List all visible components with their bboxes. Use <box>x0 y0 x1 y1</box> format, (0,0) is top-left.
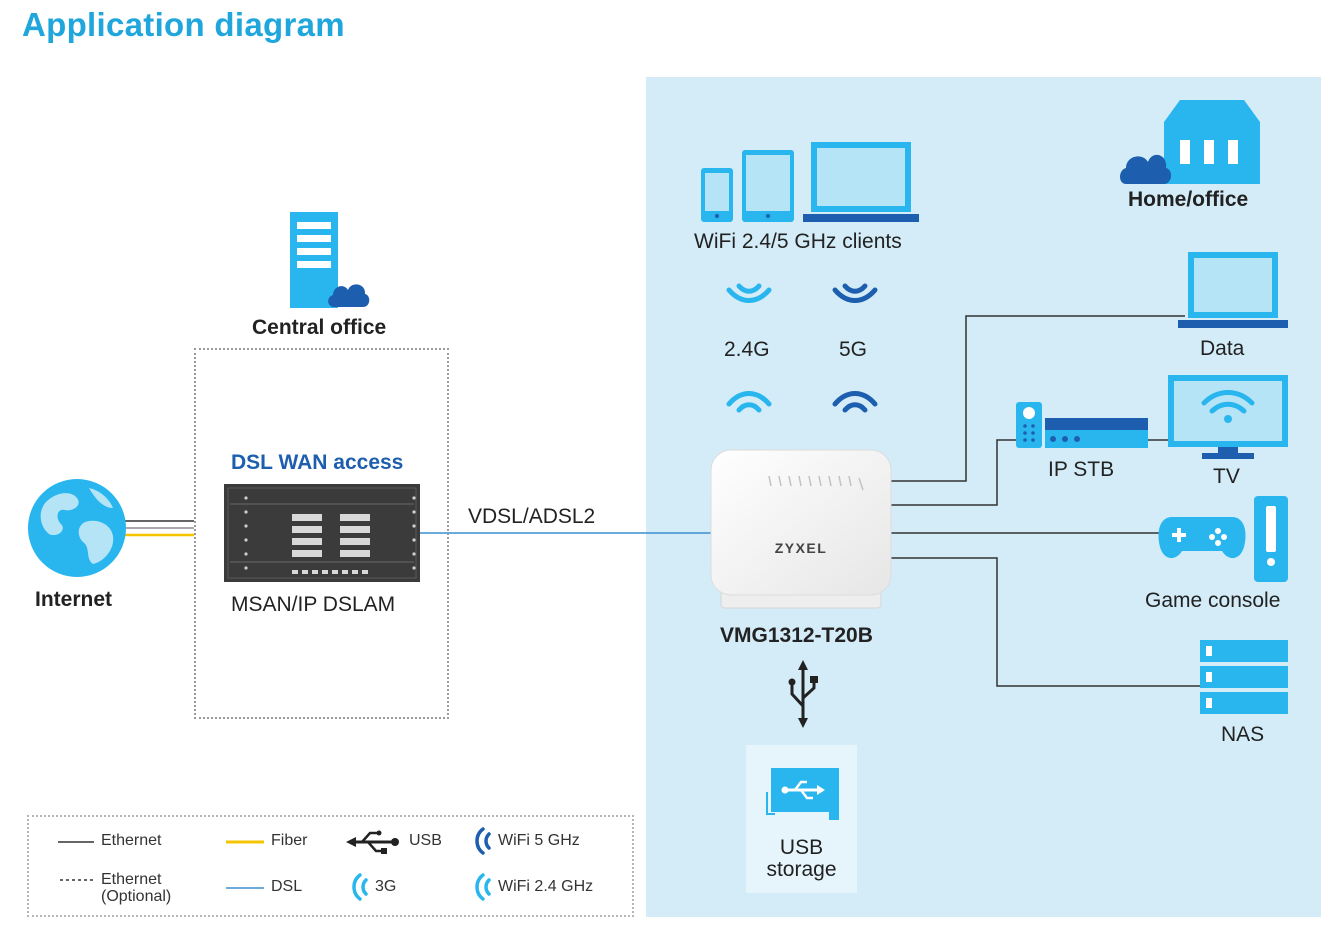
console-icon <box>1254 496 1288 582</box>
legend-ethernet-swatch <box>58 841 94 843</box>
wifi-icon <box>352 873 368 901</box>
legend-ethernet-optional-label: Ethernet (Optional) <box>101 871 171 905</box>
page-title: Application diagram <box>22 6 345 43</box>
vdsl-adsl2-label: VDSL/ADSL2 <box>468 505 596 528</box>
globe-icon <box>28 479 126 577</box>
usb-icon <box>346 830 399 854</box>
legend-dsl-label: DSL <box>271 878 303 895</box>
router-model-label: VMG1312-T20B <box>720 624 873 647</box>
legend-wifi5-label: WiFi 5 GHz <box>498 832 580 849</box>
central-office-label: Central office <box>252 316 387 339</box>
wifi-icon <box>475 873 491 901</box>
ethernet-line-data <box>890 315 1185 482</box>
nas-icon <box>1200 640 1288 714</box>
central-office-box <box>194 348 449 719</box>
house-icon <box>1120 100 1260 184</box>
legend <box>27 815 634 917</box>
tv-icon <box>1168 375 1288 459</box>
legend-fiber-label: Fiber <box>271 832 308 849</box>
dslam-icon <box>224 484 420 582</box>
wifi-icon <box>726 283 772 303</box>
router-icon <box>710 449 892 609</box>
phone-icon <box>701 168 733 222</box>
usb-drive-icon <box>766 768 839 820</box>
monitor-icon <box>1178 252 1288 328</box>
band-5g-label: 5G <box>839 338 868 361</box>
cloud-icon <box>328 284 370 307</box>
legend-wifi24-label: WiFi 2.4 GHz <box>498 878 594 895</box>
legend-dsl-swatch <box>226 887 264 889</box>
legend-fiber-swatch <box>226 840 264 844</box>
legend-ethernet-optional-line2: (Optional) <box>101 888 172 905</box>
legend-ethernet-optional-line1: Ethernet <box>101 871 162 888</box>
ethernet-line-stb <box>890 439 1017 506</box>
device-stb-label: IP STB <box>1048 458 1115 481</box>
dsl-wan-access-label: DSL WAN access <box>231 451 404 474</box>
router-brand: ZYXEL <box>774 540 828 556</box>
usb-storage-label-1: USB <box>779 836 824 859</box>
wifi-icon <box>832 283 878 303</box>
wifi-clients-label: WiFi 2.4/5 GHz clients <box>694 230 902 253</box>
legend-usb-label: USB <box>409 832 442 849</box>
wifi-icon <box>726 391 772 413</box>
legend-ethernet-optional-swatch <box>60 879 96 881</box>
wifi-icon <box>832 391 878 413</box>
laptop-icon <box>803 142 919 222</box>
device-nas-label: NAS <box>1221 723 1265 746</box>
usb-storage-label-2: storage <box>766 858 837 881</box>
wifi-icon <box>475 827 491 855</box>
device-game-label: Game console <box>1145 589 1281 612</box>
stb-icon <box>1045 418 1148 448</box>
tablet-icon <box>742 150 794 222</box>
remote-icon <box>1016 402 1042 448</box>
ethernet-line-nas <box>890 557 1202 687</box>
device-data-label: Data <box>1200 337 1245 360</box>
legend-ethernet-label: Ethernet <box>101 832 162 849</box>
dslam-label: MSAN/IP DSLAM <box>231 593 396 616</box>
home-office-label: Home/office <box>1128 188 1249 211</box>
band-24g-label: 2.4G <box>724 338 770 361</box>
server-icon <box>290 212 338 308</box>
device-tv-label: TV <box>1213 465 1240 488</box>
usb-icon <box>788 660 818 728</box>
internet-label: Internet <box>35 588 113 611</box>
legend-3g-label: 3G <box>375 878 397 895</box>
gamepad-icon <box>1158 517 1246 559</box>
